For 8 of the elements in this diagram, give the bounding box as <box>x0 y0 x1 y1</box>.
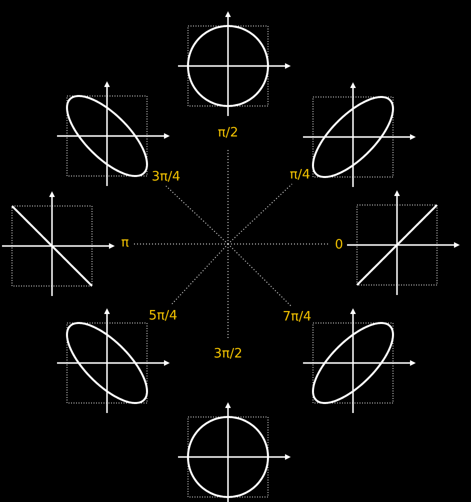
phase-label: π/2 <box>218 126 238 140</box>
phase-label: π/4 <box>290 168 310 182</box>
phase-label: 7π/4 <box>282 310 312 324</box>
phase-label: π <box>121 236 129 250</box>
phase-label: 5π/4 <box>148 310 178 322</box>
phase-label: 0 <box>334 238 344 252</box>
phase-label: 3π/4 <box>152 170 180 184</box>
phase-label: 3π/2 <box>214 348 242 360</box>
